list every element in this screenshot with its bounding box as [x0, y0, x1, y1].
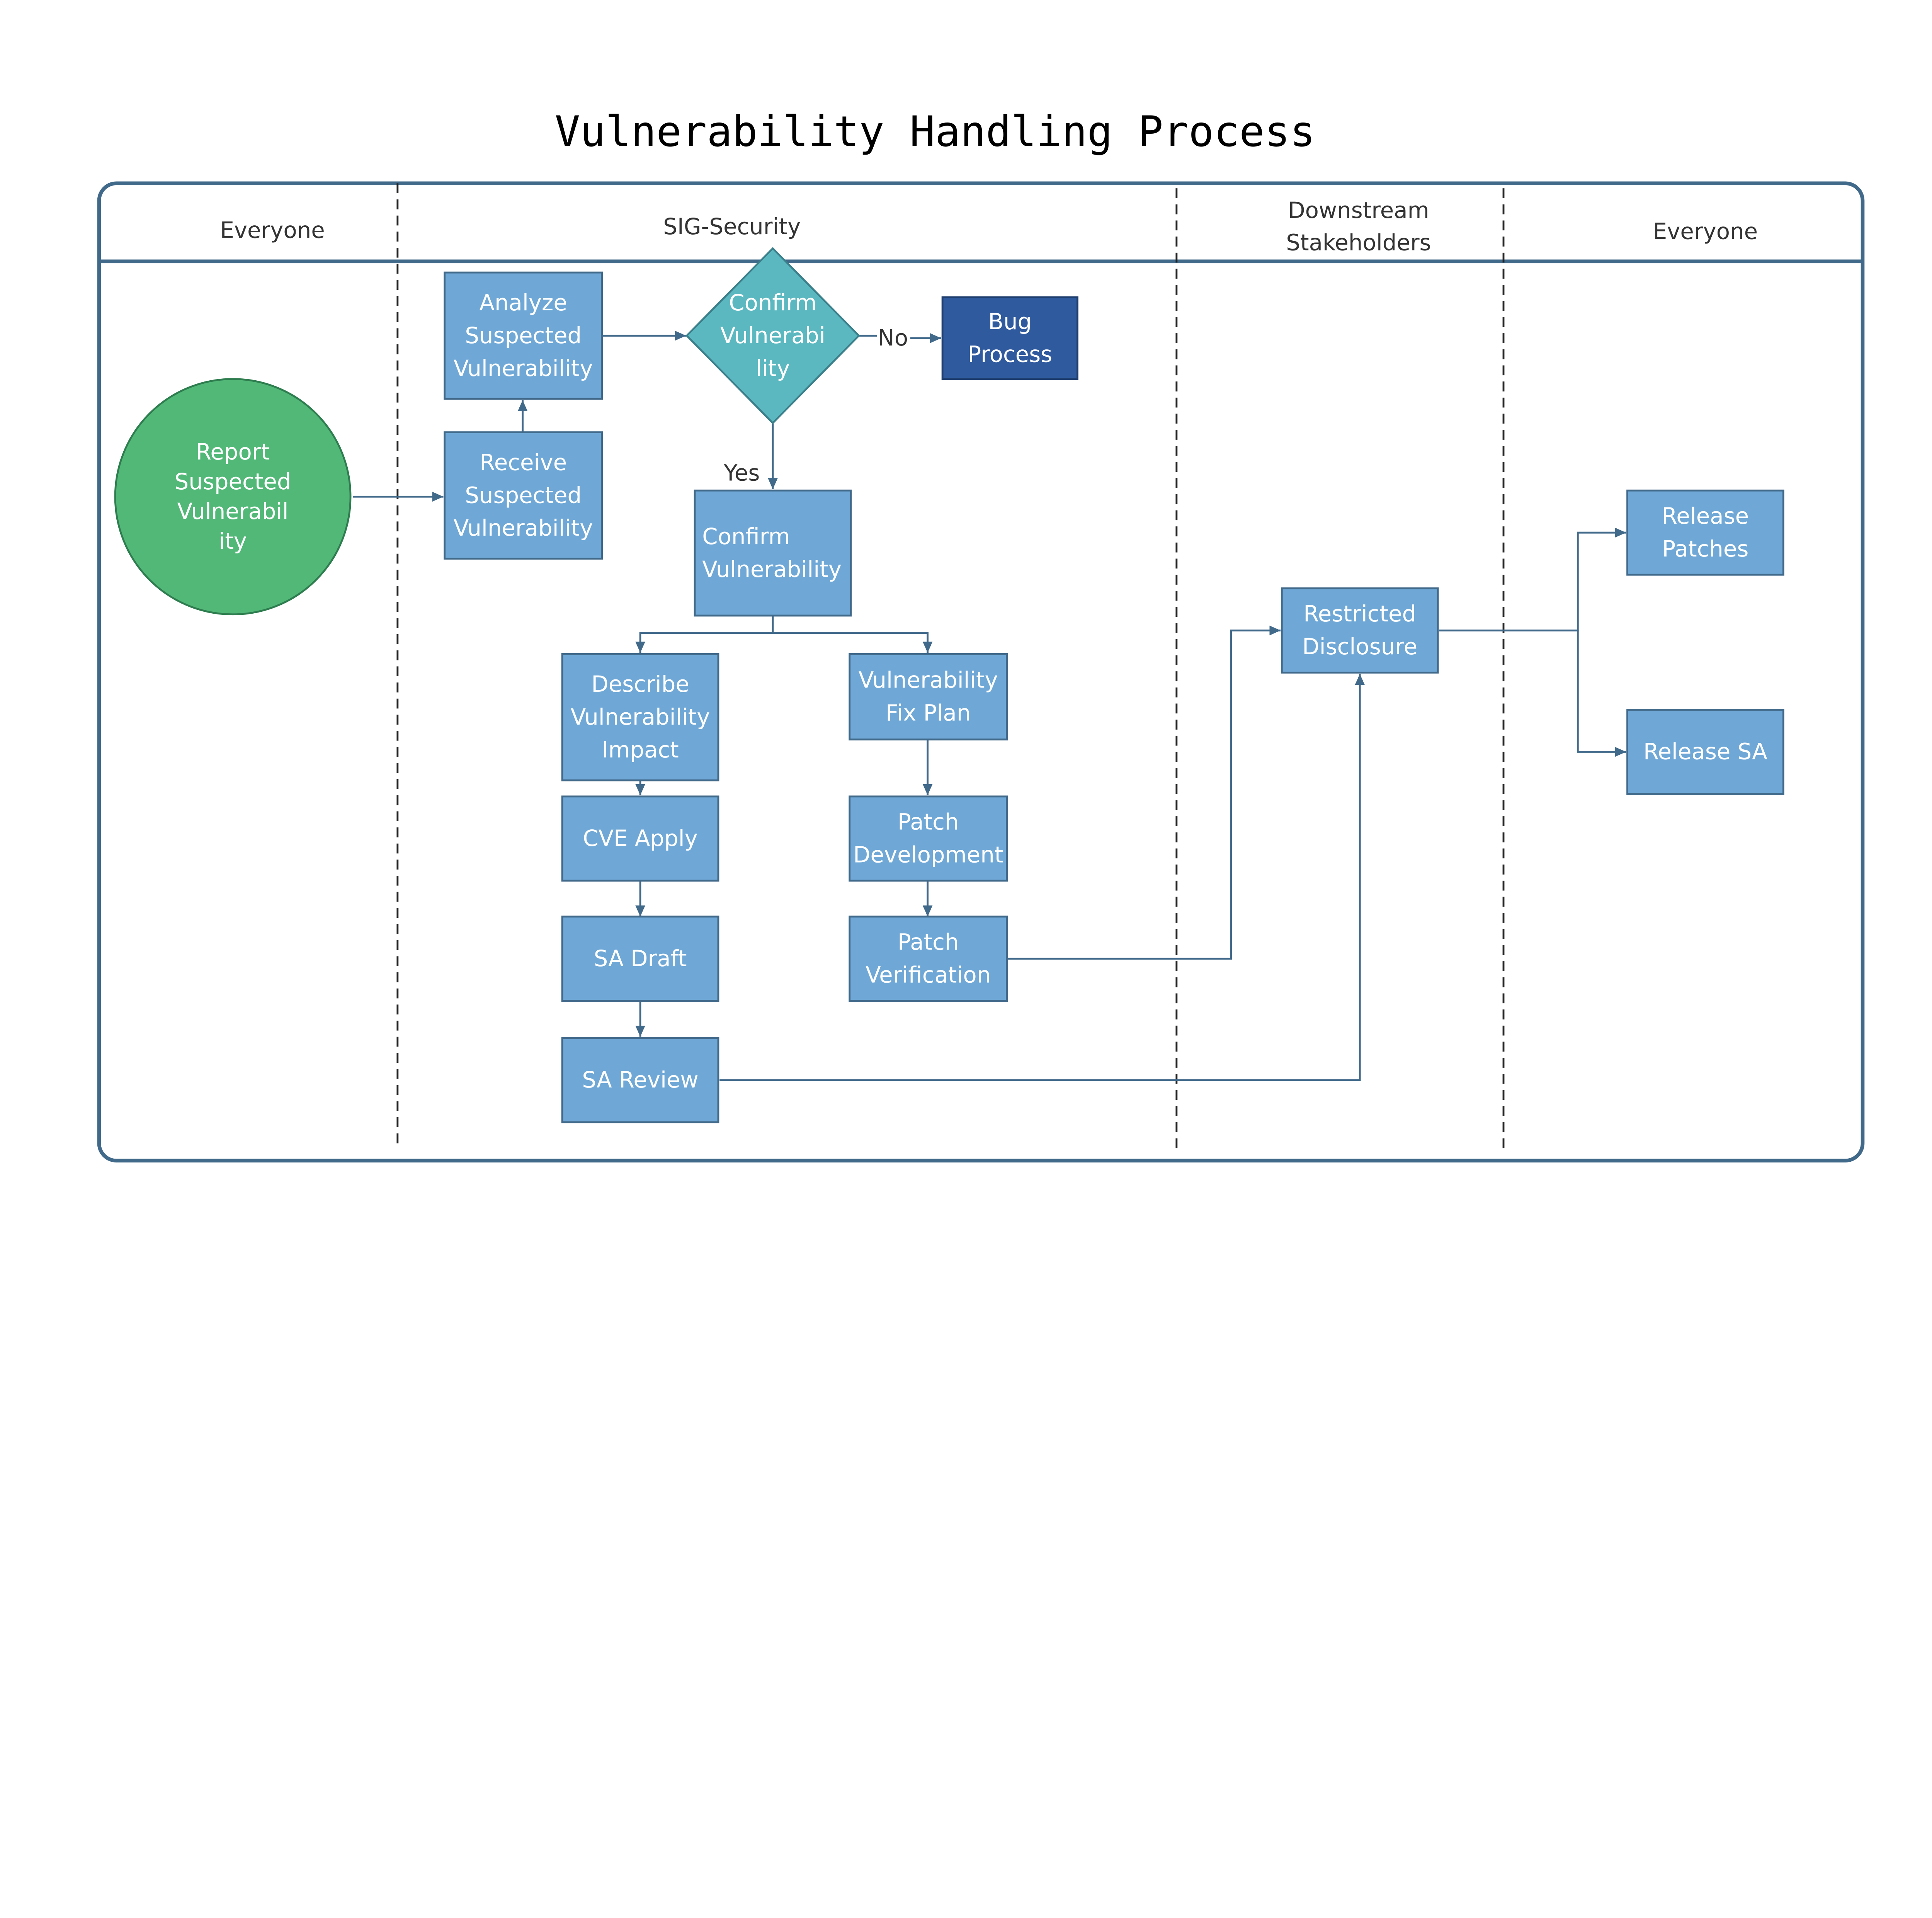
- edge-label-yes: Yes: [723, 460, 760, 486]
- process-box: [849, 795, 1008, 882]
- process-box: [1281, 587, 1439, 674]
- diagram-title: Vulnerability Handling Process: [555, 107, 1315, 156]
- node-release-sa[interactable]: Release SA: [1626, 709, 1784, 795]
- process-box: [561, 795, 719, 882]
- process-box: [849, 653, 1008, 740]
- edge-sareview-restricted: [719, 674, 1365, 1081]
- edge-label-no: No: [878, 325, 908, 351]
- edge-verify-restricted: [1007, 625, 1281, 960]
- node-label: SA Draft: [594, 945, 687, 972]
- node-label: SA Review: [582, 1067, 698, 1093]
- process-box: [941, 296, 1078, 380]
- decision-shape: [685, 247, 861, 424]
- edge-restricted-sa: [1577, 630, 1626, 757]
- process-box: [1626, 709, 1784, 795]
- edge-decision-no: [858, 336, 941, 338]
- edge-restricted-patches: [1439, 528, 1626, 631]
- process-box: [444, 431, 603, 560]
- swimlane-frame: [97, 181, 1865, 1163]
- process-box: [444, 271, 603, 400]
- process-box: [561, 1037, 719, 1123]
- node-sa-draft[interactable]: SA Draft: [561, 916, 719, 1002]
- edge-confirm-fixplan: [773, 632, 933, 653]
- start-node-shape: [114, 378, 352, 616]
- node-label: CVE Apply: [583, 825, 697, 851]
- lane-header: Everyone: [220, 217, 325, 243]
- process-box: [561, 916, 719, 1002]
- lane-header: SIG-Security: [663, 213, 801, 240]
- node-label: Release SA: [1643, 739, 1767, 765]
- process-box: [1626, 489, 1784, 576]
- lane-header: Everyone: [1653, 218, 1758, 245]
- process-box: [694, 489, 852, 617]
- process-box: [561, 653, 719, 781]
- process-box: [849, 916, 1008, 1002]
- node-sa-review[interactable]: SA Review: [561, 1037, 719, 1123]
- edge-confirm-describe: [635, 615, 774, 653]
- node-cve[interactable]: CVE Apply: [561, 795, 719, 882]
